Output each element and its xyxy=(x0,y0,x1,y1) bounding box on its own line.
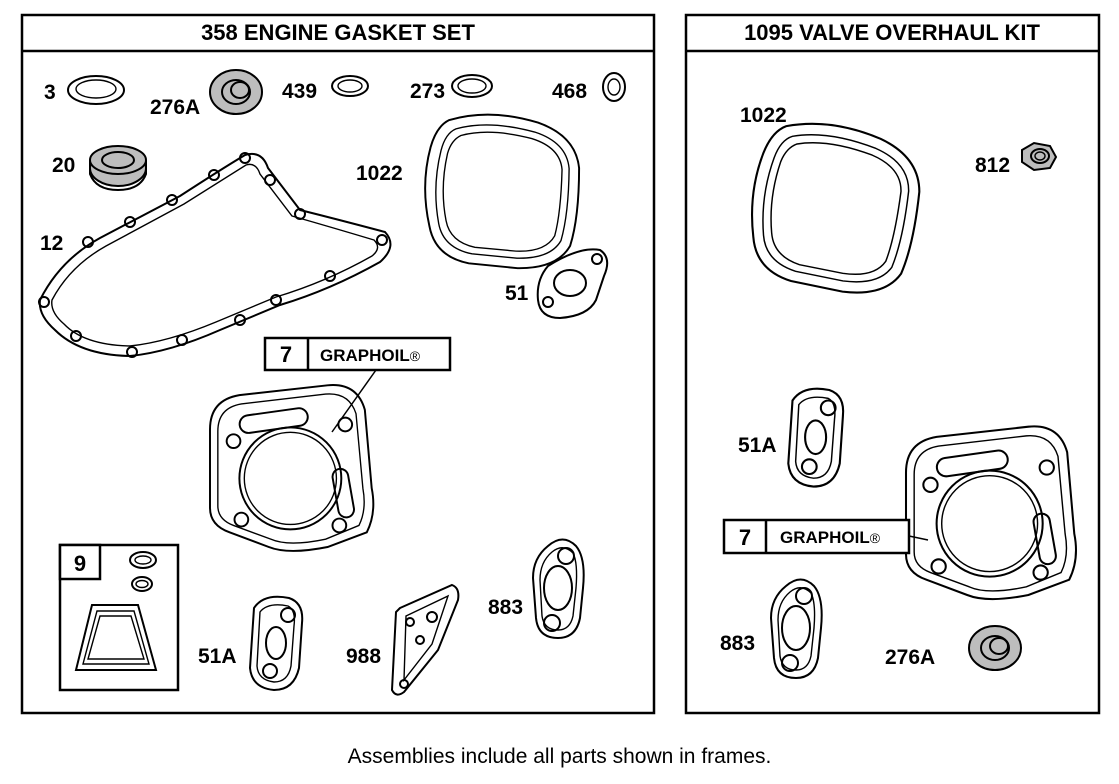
gasket-51 xyxy=(536,248,609,320)
o-ring-273 xyxy=(451,74,493,98)
seal-3 xyxy=(67,75,125,105)
footer-note: Assemblies include all parts shown in fr… xyxy=(347,745,772,768)
label-273: 273 xyxy=(410,80,445,103)
label-883-right: 883 xyxy=(720,632,755,655)
plate-988 xyxy=(390,583,460,696)
label-988: 988 xyxy=(346,645,381,668)
graphoil-callout-right: 7 GRAPHOIL® xyxy=(722,518,929,555)
gasket-51a-left xyxy=(249,595,304,691)
o-ring-439 xyxy=(331,75,369,97)
washer-468 xyxy=(602,72,626,102)
label-51: 51 xyxy=(505,282,529,305)
valve-overhaul-kit-title: 1095 VALVE OVERHAUL KIT xyxy=(744,20,1040,45)
label-1022: 1022 xyxy=(356,162,403,185)
label-3: 3 xyxy=(44,81,56,104)
label-439: 439 xyxy=(282,80,317,103)
label-276a-right: 276A xyxy=(885,646,935,669)
gasket-883-left xyxy=(532,538,585,639)
crankcase-gasket-12 xyxy=(38,152,392,358)
subkit-number: 9 xyxy=(74,551,86,576)
seal-276a-right xyxy=(968,625,1022,671)
valve-cover-gasket-1022-right xyxy=(732,108,936,308)
head-gasket-left xyxy=(209,384,375,552)
nut-812 xyxy=(1021,141,1058,172)
graphoil-callout-left: 7 GRAPHOIL® xyxy=(263,336,452,433)
gasket-51a-right xyxy=(787,387,845,488)
label-20: 20 xyxy=(52,154,75,177)
label-12: 12 xyxy=(40,232,63,255)
valve-cover-gasket-1022 xyxy=(413,104,590,279)
engine-gasket-set-panel: 358 ENGINE GASKET SET 3 276A 439 273 468 xyxy=(20,13,656,715)
label-883-left: 883 xyxy=(488,596,523,619)
seal-276a xyxy=(209,69,263,115)
label-1022-right: 1022 xyxy=(740,104,787,127)
label-51a-right: 51A xyxy=(738,434,777,457)
label-51a-left: 51A xyxy=(198,645,237,668)
head-gasket-right xyxy=(904,425,1078,601)
valve-overhaul-kit-panel: 1095 VALVE OVERHAUL KIT 1022 812 51A 7 G… xyxy=(684,13,1101,715)
callout-text-right: GRAPHOIL® xyxy=(780,528,881,547)
callout-number-left: 7 xyxy=(280,342,292,367)
subkit-9: 9 xyxy=(58,543,180,692)
gasket-883-right xyxy=(770,578,823,679)
oil-seal-20 xyxy=(89,145,147,192)
label-276a: 276A xyxy=(150,96,200,119)
engine-gasket-set-title: 358 ENGINE GASKET SET xyxy=(201,20,475,45)
callout-number-right: 7 xyxy=(739,525,751,550)
callout-text-left: GRAPHOIL® xyxy=(320,346,421,365)
label-468: 468 xyxy=(552,80,587,103)
label-812: 812 xyxy=(975,154,1010,177)
